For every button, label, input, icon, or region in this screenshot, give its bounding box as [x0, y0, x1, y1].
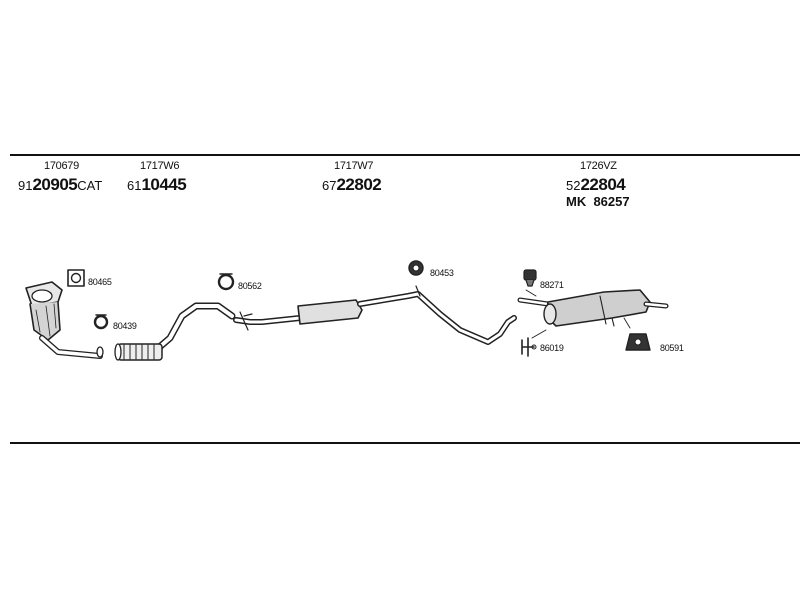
part-label-80453: 80453 — [430, 268, 454, 278]
leader-lines — [525, 289, 631, 339]
part-label-86019: 86019 — [540, 343, 564, 353]
part-number-middle-silencer: 6722802 — [322, 175, 382, 194]
catalytic-converter[interactable] — [25, 281, 104, 359]
rear-silencer[interactable] — [517, 289, 669, 327]
mounting-kit-number: MK 86257 — [566, 194, 630, 209]
ref-1717w7: 1717W7 — [334, 160, 374, 172]
top-rule — [10, 154, 800, 156]
clamp-80562-icon[interactable] — [217, 273, 235, 291]
ref-1717w6: 1717W6 — [140, 160, 180, 172]
pn-main: 10445 — [141, 175, 187, 194]
ref-1726vz: 1726VZ — [580, 160, 617, 172]
part-label-80465: 80465 — [88, 277, 112, 287]
pn-prefix: 91 — [18, 178, 33, 193]
front-pipe[interactable] — [114, 302, 236, 361]
part-label-80591: 80591 — [660, 343, 684, 353]
part-label-88271: 88271 — [540, 280, 564, 290]
part-number-rear-silencer: 5222804 — [566, 175, 626, 194]
mount-80591-icon[interactable] — [625, 333, 651, 351]
middle-silencer-assembly[interactable] — [233, 285, 517, 345]
clamp-80439-icon[interactable] — [93, 314, 109, 330]
pn-prefix: 61 — [127, 178, 142, 193]
part-label-80439: 80439 — [113, 321, 137, 331]
pn-main: 22804 — [580, 175, 626, 194]
rubber-mount-80453-icon[interactable] — [408, 260, 424, 276]
part-number-front-pipe: 6110445 — [127, 175, 187, 194]
ref-170679: 170679 — [44, 160, 79, 172]
gasket-80465-icon[interactable] — [67, 269, 85, 287]
rubber-mount-88271-icon[interactable] — [523, 269, 537, 287]
pn-main: 22802 — [336, 175, 382, 194]
part-number-catalyst: 9120905CAT — [18, 176, 102, 193]
pn-suffix: CAT — [77, 178, 103, 193]
pn-prefix: 67 — [322, 178, 337, 193]
bottom-rule — [10, 442, 800, 444]
pn-main: 20905 — [32, 175, 78, 194]
pn-prefix: 52 — [566, 178, 581, 193]
part-label-80562: 80562 — [238, 281, 262, 291]
clamp-86019-icon[interactable] — [521, 337, 537, 357]
